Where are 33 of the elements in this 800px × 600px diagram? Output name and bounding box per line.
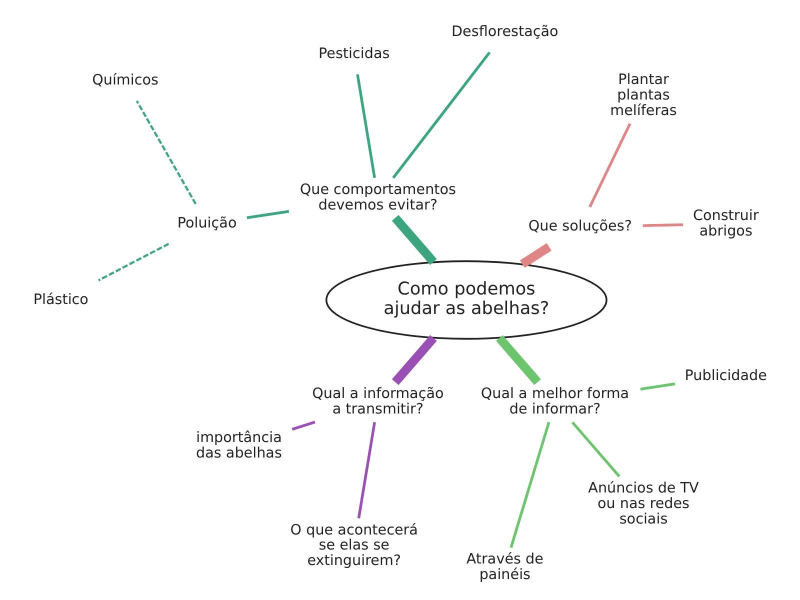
node-text: Que soluções? <box>528 218 632 235</box>
node-text: Desflorestação <box>452 24 558 40</box>
connector <box>292 420 316 431</box>
node-text: Plantar plantas melíferas <box>610 72 677 119</box>
node-text: Qual a melhor forma de informar? <box>480 386 630 418</box>
connector <box>588 123 632 208</box>
node-text: Através de painéis <box>466 552 544 584</box>
connector <box>640 382 676 391</box>
node-text: Qual a informação a transmitir? <box>312 386 444 418</box>
connector <box>356 74 376 178</box>
connector <box>520 243 552 268</box>
node-ellipse: Como podemos ajudar as abelhas? <box>326 260 608 340</box>
node-text: Poluição <box>177 216 237 232</box>
node-text: Químicos <box>92 72 158 88</box>
connector <box>642 223 684 227</box>
connector <box>496 335 541 386</box>
connector <box>136 100 197 204</box>
connector <box>246 210 290 220</box>
node-text: Plástico <box>33 292 88 308</box>
connector <box>510 422 550 548</box>
node-text: Publicidade <box>684 368 767 384</box>
node-text: Construir abrigos <box>692 208 759 240</box>
node-text: Pesticidas <box>318 46 390 62</box>
connector <box>392 214 437 265</box>
connector <box>392 335 437 386</box>
node-text: O que acontecerá se elas se extinguirem? <box>290 522 418 570</box>
connector <box>98 242 170 282</box>
connector <box>392 52 491 179</box>
node-text: Que comportamentos devemos evitar? <box>300 182 456 214</box>
node-text: importância das abelhas <box>196 430 282 462</box>
connector <box>571 421 620 478</box>
connector <box>357 422 376 518</box>
node-text: Anúncios de TV ou nas redes sociais <box>588 480 699 528</box>
